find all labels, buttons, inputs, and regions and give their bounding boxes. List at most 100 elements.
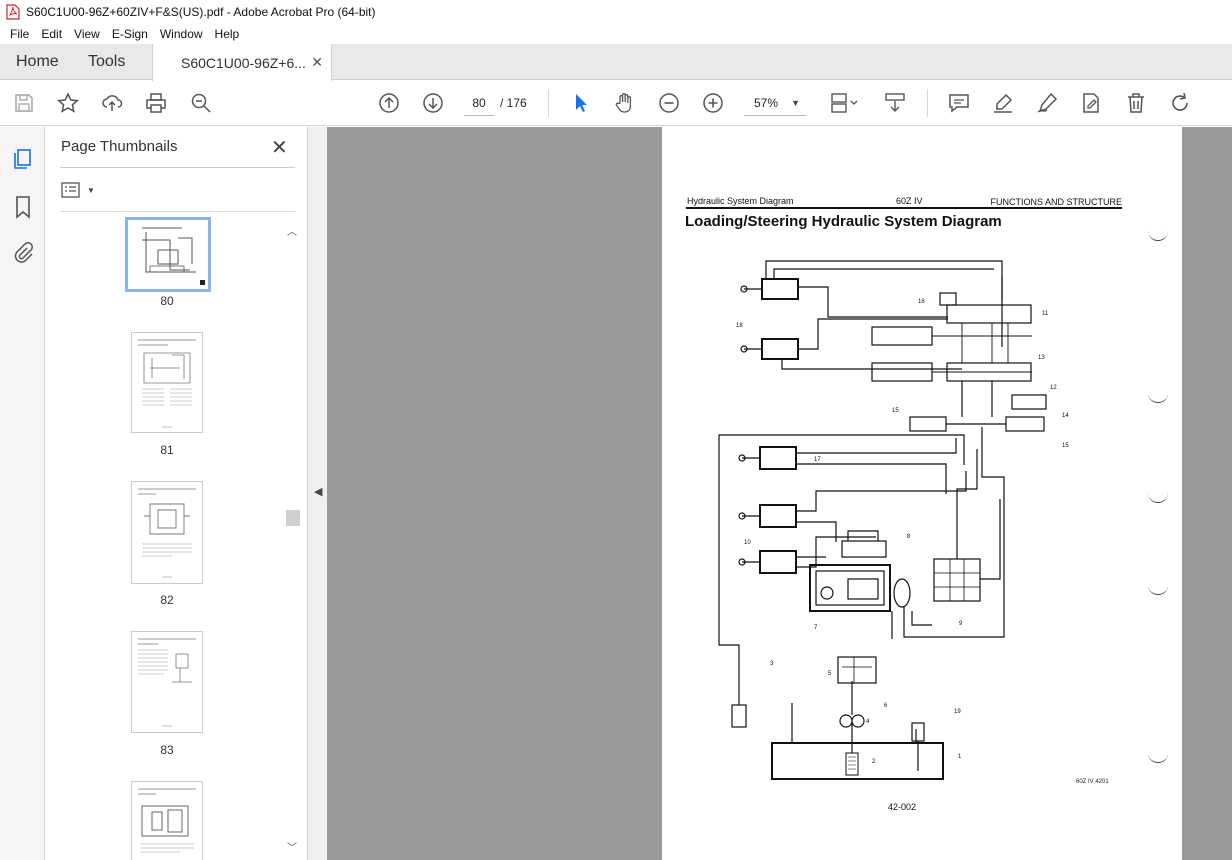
page-number-input[interactable]: 80 (464, 90, 494, 116)
print-icon[interactable] (144, 91, 168, 115)
page-thumbnails-icon[interactable] (11, 147, 35, 171)
scroll-down-icon[interactable]: ﹀ (287, 843, 297, 854)
thumbnail-options-button[interactable]: ▼ (61, 179, 97, 201)
pdf-page: Hydraulic System Diagram 60Z IV FUNCTION… (662, 127, 1182, 860)
thumbnail-page-number: 81 (160, 443, 174, 457)
header-rule (686, 207, 1122, 209)
hydraulic-system-diagram: 1 2 3 4 5 6 7 8 9 10 11 12 13 14 15 15 1… (718, 260, 1069, 780)
zoom-out-icon[interactable] (657, 91, 681, 115)
highlight-pen-icon[interactable] (991, 91, 1015, 115)
thumbnail-page-83[interactable] (131, 631, 203, 733)
callout-16: 16 (918, 299, 925, 305)
callout-4: 4 (866, 719, 870, 725)
save-icon[interactable] (12, 91, 36, 115)
zoom-level-value: 57% (754, 96, 779, 110)
list-options-icon (61, 182, 80, 198)
thumbnail-page-84[interactable] (131, 781, 203, 860)
callout-8: 8 (907, 534, 911, 540)
binder-hole-mark (1148, 493, 1168, 503)
chevron-down-icon: ▼ (791, 98, 800, 108)
menu-e-sign[interactable]: E-Sign (111, 27, 148, 41)
scrollbar-thumb[interactable] (286, 510, 300, 526)
callout-6: 6 (884, 703, 888, 709)
zoom-level-select[interactable]: 57% ▼ (744, 90, 806, 116)
scroll-mode-icon[interactable] (883, 91, 907, 115)
toolbar-divider (927, 89, 928, 117)
thumbnail-page-80[interactable] (125, 217, 211, 292)
callout-12: 12 (1050, 385, 1057, 391)
tab-bar: Home Tools S60C1U00-96Z+6... ✕ (0, 44, 1232, 81)
page-title: Loading/Steering Hydraulic System Diagra… (685, 213, 1002, 230)
bookmarks-icon[interactable] (11, 195, 35, 219)
attachments-icon[interactable] (11, 241, 35, 265)
callout-2: 2 (872, 759, 876, 765)
close-tab-icon[interactable]: ✕ (311, 54, 323, 70)
callout-19: 19 (954, 709, 961, 715)
page-thumbnails-panel: Page Thumbnails ✕ ▼ 80 81 (45, 127, 308, 860)
thumbnail-preview-83 (132, 632, 202, 732)
rotate-icon[interactable] (1168, 91, 1192, 115)
thumbnail-page-number: 83 (160, 743, 174, 757)
previous-page-icon[interactable] (377, 91, 401, 115)
callout-3: 3 (770, 661, 774, 667)
figure-id: 60Z IV 4201 (1076, 779, 1109, 785)
close-panel-icon[interactable]: ✕ (271, 137, 288, 159)
callout-1: 1 (958, 754, 962, 760)
menu-view[interactable]: View (74, 27, 100, 41)
sign-pen-icon[interactable] (1035, 91, 1059, 115)
page-header-section: Hydraulic System Diagram (687, 196, 794, 206)
binder-hole-mark (1148, 231, 1168, 241)
binder-hole-mark (1148, 393, 1168, 403)
document-viewer[interactable]: Hydraulic System Diagram 60Z IV FUNCTION… (327, 127, 1232, 860)
pdf-file-icon (6, 4, 20, 20)
thumbnail-page-number: 82 (160, 593, 174, 607)
menu-window[interactable]: Window (159, 27, 203, 41)
thumbnail-preview-81 (132, 333, 202, 432)
zoom-in-icon[interactable] (701, 91, 725, 115)
collapse-left-icon: ◀ (314, 486, 323, 498)
callout-10: 10 (744, 540, 751, 546)
thumbnail-page-82[interactable] (131, 481, 203, 584)
binder-hole-mark (1148, 753, 1168, 763)
menu-edit[interactable]: Edit (41, 27, 63, 41)
chevron-down-icon: ▼ (87, 185, 95, 195)
bookmark-star-icon[interactable] (56, 91, 80, 115)
callout-9: 9 (959, 621, 963, 627)
page-header-model: 60Z IV (896, 196, 923, 206)
tab-home[interactable]: Home (16, 53, 59, 70)
tab-tools[interactable]: Tools (88, 53, 126, 70)
select-cursor-icon[interactable] (569, 91, 593, 115)
thumbnail-preview-84 (132, 782, 202, 860)
callout-15a: 15 (892, 408, 899, 414)
callout-13: 13 (1038, 355, 1045, 361)
tab-document-label: S60C1U00-96Z+6... (181, 54, 306, 71)
page-view-options-icon[interactable] (828, 91, 862, 115)
find-zoom-icon[interactable] (189, 91, 213, 115)
delete-trash-icon[interactable] (1124, 91, 1148, 115)
window-title: S60C1U00-96Z+60ZIV+F&S(US).pdf - Adobe A… (26, 5, 376, 19)
left-rail (0, 127, 45, 860)
binder-hole-mark (1148, 585, 1168, 595)
edit-pdf-icon[interactable] (1079, 91, 1103, 115)
comment-icon[interactable] (947, 91, 971, 115)
thumbnail-preview-82 (132, 482, 202, 583)
menu-file[interactable]: File (10, 27, 30, 41)
page-total-label: / 176 (500, 96, 527, 110)
share-upload-icon[interactable] (100, 91, 124, 115)
thumbnail-scrollbar[interactable]: ︿ ﹀ (286, 223, 300, 860)
tab-document[interactable]: S60C1U00-96Z+6... ✕ (152, 44, 332, 81)
callout-5: 5 (828, 671, 832, 677)
panel-title: Page Thumbnails (61, 138, 178, 155)
thumbnail-page-81[interactable] (131, 332, 203, 433)
next-page-icon[interactable] (421, 91, 445, 115)
toolbar: 80 / 176 57% ▼ (0, 81, 1232, 126)
panel-collapse-handle[interactable]: ◀ (308, 127, 327, 860)
scroll-up-icon[interactable]: ︿ (287, 227, 297, 238)
menu-help[interactable]: Help (214, 27, 240, 41)
callout-18: 18 (736, 323, 743, 329)
hand-tool-icon[interactable] (613, 91, 637, 115)
page-footer-number: 42-002 (888, 802, 917, 812)
title-bar: S60C1U00-96Z+60ZIV+F&S(US).pdf - Adobe A… (0, 0, 1232, 24)
thumbnail-list: 80 81 82 (45, 217, 289, 860)
toolbar-divider (548, 89, 549, 117)
